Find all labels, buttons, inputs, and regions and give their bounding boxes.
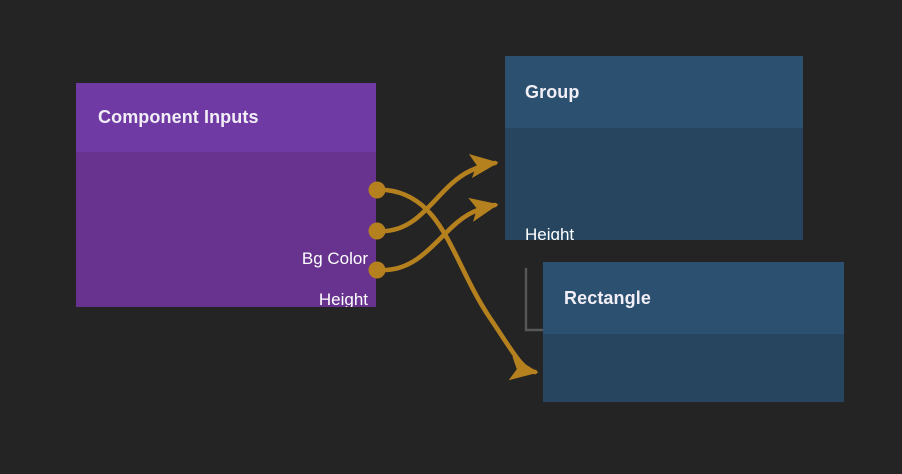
node-rectangle-header[interactable]: Rectangle (543, 262, 844, 334)
port-output-bg-color[interactable]: Bg Color (302, 248, 368, 270)
port-output-height-label: Height (318, 290, 368, 307)
edge-width-to-width[interactable] (383, 197, 499, 273)
node-component-inputs-title: Component Inputs (98, 107, 259, 127)
node-group-body: Height Width (505, 128, 803, 240)
node-group-title: Group (525, 81, 580, 102)
node-component-inputs[interactable]: Component Inputs Bg Color Height Width (76, 83, 376, 307)
node-rectangle[interactable]: Rectangle Color (543, 262, 844, 402)
node-group[interactable]: Group Height Width (505, 56, 803, 240)
node-group-header[interactable]: Group (505, 56, 803, 128)
edge-height-to-height[interactable] (383, 153, 499, 234)
node-component-inputs-header[interactable]: Component Inputs (76, 83, 376, 152)
port-dot-bg-color[interactable] (368, 181, 386, 199)
port-dot-width[interactable] (368, 261, 386, 279)
port-output-bg-color-label: Bg Color (301, 249, 368, 268)
port-dot-height[interactable] (368, 222, 386, 240)
port-input-group-height[interactable]: Height (525, 224, 574, 240)
node-rectangle-body: Color (543, 334, 844, 402)
port-input-group-height-label: Height (525, 225, 575, 240)
node-rectangle-title: Rectangle (564, 287, 651, 308)
node-component-inputs-body: Bg Color Height Width (76, 152, 376, 307)
port-output-height[interactable]: Height (319, 289, 368, 307)
